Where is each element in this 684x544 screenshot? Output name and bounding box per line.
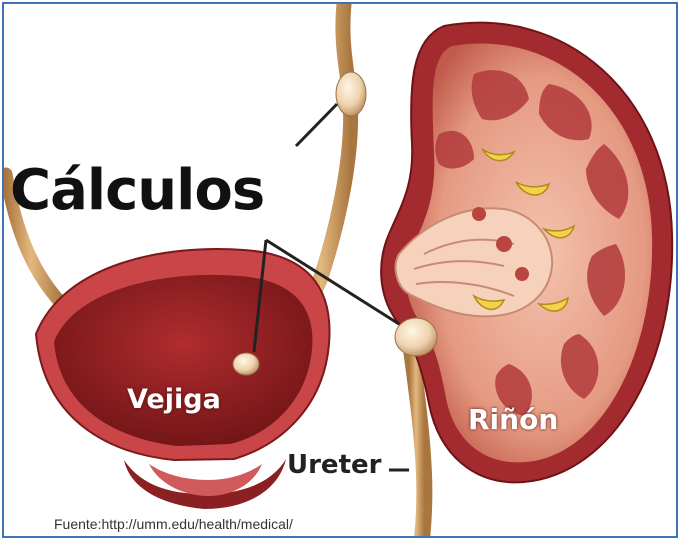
stone-bladder	[233, 353, 259, 375]
source-caption: Fuente:http://umm.edu/health/medical/	[54, 516, 293, 532]
label-rinon: Riñón	[468, 403, 558, 436]
stone-kidney	[395, 318, 437, 356]
label-vejiga: Vejiga	[127, 384, 221, 415]
figure-frame: Cálculos Vejiga Riñón Ureter Fuente:http…	[2, 2, 678, 538]
stone-upper	[336, 72, 366, 116]
label-ureter: Ureter	[287, 450, 381, 480]
label-calculos: Cálculos	[10, 158, 264, 223]
